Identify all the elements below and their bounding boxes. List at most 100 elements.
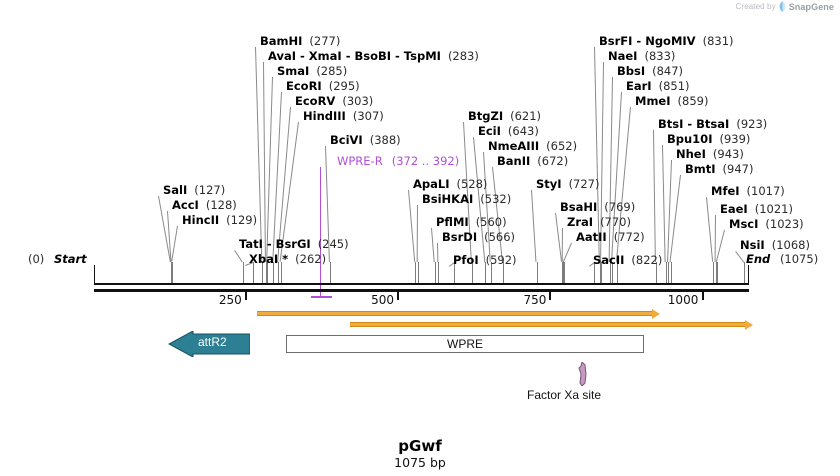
enzyme-label-nmeaiii[interactable]: NmeAIII (652): [488, 140, 577, 152]
enzyme-position: (566): [484, 230, 516, 244]
enzyme-name: ApaLI: [413, 177, 450, 191]
enzyme-label-naei[interactable]: NaeI(833): [608, 50, 675, 62]
enzyme-label-sali[interactable]: SalI(127): [163, 184, 225, 196]
enzyme-name: NheI: [676, 147, 706, 161]
enzyme-label-ecori[interactable]: EcoRI(295): [286, 80, 360, 92]
primer-name: WPRE-R: [337, 154, 383, 168]
enzyme-label-banii[interactable]: BanII(672): [497, 155, 568, 167]
enzyme-label-zrai[interactable]: ZraI(770): [567, 216, 631, 228]
cut-site-tick-bsrdi: [438, 262, 440, 283]
cut-site-tick-sali: [170, 262, 172, 283]
primer-arrow-body-2: [350, 322, 745, 327]
primer-leader-line: [320, 167, 322, 297]
enzyme-name: SacII: [593, 253, 625, 267]
enzyme-label-eaei[interactable]: EaeI(1021): [720, 203, 793, 215]
enzyme-position: (947): [722, 162, 754, 176]
enzyme-label-bsahi[interactable]: BsaHI(769): [560, 201, 635, 213]
enzyme-position: (772): [613, 230, 645, 244]
enzyme-label-styi[interactable]: StyI(727): [536, 178, 600, 190]
enzyme-name: BtgZI: [468, 109, 504, 123]
enzyme-name: AvaI - XmaI - BsoBI - TspMI: [268, 49, 441, 63]
feature-wpre[interactable]: WPRE: [286, 335, 644, 353]
cut-site-tick-bcivi: [329, 262, 331, 283]
enzyme-name: BciVI: [330, 133, 363, 147]
enzyme-label-nsii[interactable]: NsiI(1068): [740, 239, 810, 251]
enzyme-name: EaeI: [720, 202, 748, 216]
enzyme-name: EarI: [626, 79, 652, 93]
enzyme-name: BamHI: [260, 34, 303, 48]
enzyme-name: MmeI: [635, 94, 671, 108]
end-label: End: [746, 252, 771, 266]
enzyme-label-bsrdi[interactable]: BsrDI(566): [442, 231, 515, 243]
enzyme-position: (859): [677, 94, 709, 108]
enzyme-label-aatii[interactable]: AatII(772): [576, 231, 645, 243]
enzyme-name: SmaI: [277, 64, 310, 78]
enzyme-label-avai-xmai-bsobi-tspmi[interactable]: AvaI - XmaI - BsoBI - TspMI(283): [268, 50, 479, 62]
enzyme-position: (831): [702, 34, 734, 48]
cut-site-tick-tati-bsrgi: [242, 262, 244, 283]
enzyme-label-mfei[interactable]: MfeI(1017): [711, 185, 785, 197]
watermark-brand: SnapGene: [788, 1, 834, 12]
enzyme-label-hindiii[interactable]: HindIII(307): [303, 110, 384, 122]
enzyme-label-smai[interactable]: SmaI(285): [277, 65, 347, 77]
enzyme-label-pfoi[interactable]: PfoI(592): [453, 254, 517, 266]
cut-site-tick-nhei: [668, 262, 670, 283]
factor-xa-site-marker[interactable]: [576, 361, 588, 390]
enzyme-label-mmei[interactable]: MmeI (859): [635, 95, 708, 107]
enzyme-label-hincii[interactable]: HincII(129): [182, 214, 257, 226]
enzyme-position: (769): [604, 200, 636, 214]
primer-label-wpre-r[interactable]: WPRE-R(372 .. 392): [337, 155, 459, 167]
enzyme-label-bamhi[interactable]: BamHI (277): [260, 35, 340, 47]
cut-site-tick-smai: [267, 262, 269, 283]
cut-site-tick-eaei: [715, 262, 717, 283]
enzyme-label-bpu10i[interactable]: Bpu10I(939): [667, 133, 750, 145]
enzyme-label-tati-bsrgi[interactable]: TatI - BsrGI(245): [239, 238, 349, 250]
cut-site-tick-bbsi: [609, 262, 611, 283]
enzyme-label-btsi-btsai[interactable]: BtsI - BtsaI(923): [658, 118, 767, 130]
cut-site-tick-bsahi: [562, 262, 564, 283]
start-marker: (0) Start: [28, 253, 87, 265]
enzyme-label-bsihkai[interactable]: BsiHKAI(532): [422, 193, 511, 205]
enzyme-label-bmti[interactable]: BmtI(947): [685, 163, 753, 175]
enzyme-label-pflmi[interactable]: PflMI(560): [436, 216, 507, 228]
enzyme-label-xbai-[interactable]: XbaI * (262): [249, 253, 326, 265]
cut-site-tick-styi: [536, 262, 538, 283]
enzyme-label-btgzi[interactable]: BtgZI(621): [468, 110, 541, 122]
enzyme-name: XbaI *: [249, 252, 289, 266]
enzyme-label-bsrfi-ngomiv[interactable]: BsrFI - NgoMIV(831): [599, 35, 734, 47]
enzyme-position: (1017): [746, 184, 785, 198]
enzyme-name: NsiI: [740, 238, 765, 252]
enzyme-name: NmeAIII: [488, 139, 540, 153]
feature-attr2[interactable]: attR2: [168, 331, 250, 357]
enzyme-name: StyI: [536, 177, 562, 191]
cut-site-tick-sacii: [594, 262, 596, 283]
enzyme-label-sacii[interactable]: SacII(822): [593, 254, 662, 266]
enzyme-name: BbsI: [617, 64, 646, 78]
plasmid-name: pGwf: [398, 437, 442, 455]
enzyme-label-eari[interactable]: EarI(851): [626, 80, 690, 92]
enzyme-label-bcivi[interactable]: BciVI(388): [330, 134, 401, 146]
feature-attr2-label: attR2: [198, 335, 227, 349]
enzyme-label-nhei[interactable]: NheI(943): [676, 148, 744, 160]
enzyme-name: HincII: [182, 213, 220, 227]
enzyme-label-ecii[interactable]: EciI(643): [478, 125, 539, 137]
enzyme-label-msci[interactable]: MscI(1023): [729, 218, 804, 230]
enzyme-name: EciI: [478, 124, 501, 138]
enzyme-label-apali[interactable]: ApaLI(528): [413, 178, 487, 190]
enzyme-label-ecorv[interactable]: EcoRV(303): [295, 95, 373, 107]
ruler-tick-250: [244, 292, 247, 300]
start-label: Start: [53, 252, 87, 266]
enzyme-label-bbsi[interactable]: BbsI(847): [617, 65, 683, 77]
cut-site-tick-aatii: [563, 262, 565, 283]
enzyme-name: BsiHKAI: [422, 192, 474, 206]
ruler-tick-500: [397, 292, 400, 300]
snapgene-watermark: Created by SnapGene: [736, 1, 834, 12]
enzyme-label-acci[interactable]: AccI(128): [172, 199, 237, 211]
enzyme-position: (277): [309, 34, 341, 48]
enzyme-position: (652): [546, 139, 578, 153]
backbone-line-bottom: [93, 289, 749, 292]
enzyme-name: MscI: [729, 217, 759, 231]
enzyme-position: (262): [295, 252, 327, 266]
